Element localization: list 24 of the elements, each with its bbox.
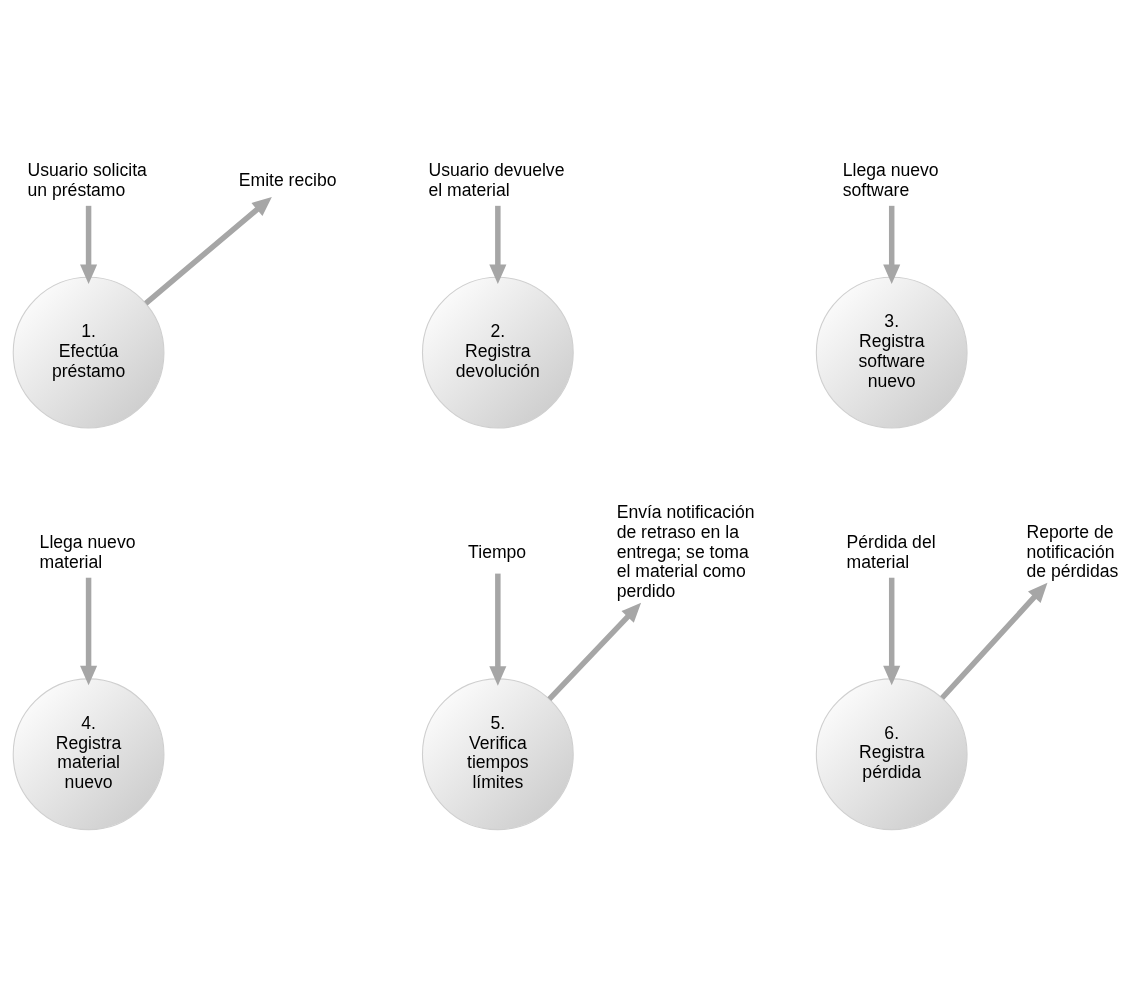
node-text: Pérdida del material bbox=[846, 531, 936, 572]
node-circle: 2. Registra devolución bbox=[421, 276, 574, 429]
node-text: Tiempo bbox=[468, 541, 527, 562]
arrow bbox=[547, 602, 642, 701]
node-text: Usuario devuelve el material bbox=[428, 159, 565, 200]
node-text: Llega nuevo software bbox=[842, 159, 939, 200]
node-circle: 1. Efectúa préstamo bbox=[12, 276, 165, 429]
arrow bbox=[489, 205, 507, 285]
node-circle: 6. Registra pérdida bbox=[815, 678, 968, 831]
node-circle: 3. Registra software nuevo bbox=[815, 276, 968, 429]
arrow bbox=[883, 577, 901, 686]
node-text: Envía notificación de retraso en la entrega; se toma el material como perdido bbox=[616, 502, 755, 602]
node-text: Emite recibo bbox=[238, 169, 337, 190]
arrow bbox=[144, 197, 272, 306]
node-text: Usuario solicita un préstamo bbox=[27, 159, 147, 200]
node-circle: 5. Verifica tiempos límites bbox=[421, 678, 574, 831]
arrow bbox=[80, 577, 98, 686]
node-circle: 4. Registra material nuevo bbox=[12, 678, 165, 831]
arrow bbox=[489, 573, 507, 686]
node-text: Reporte de notificación de pérdidas bbox=[1026, 521, 1119, 582]
arrow bbox=[883, 205, 901, 285]
arrow bbox=[80, 205, 98, 285]
node-text: Llega nuevo material bbox=[39, 531, 136, 572]
arrow bbox=[940, 582, 1048, 700]
